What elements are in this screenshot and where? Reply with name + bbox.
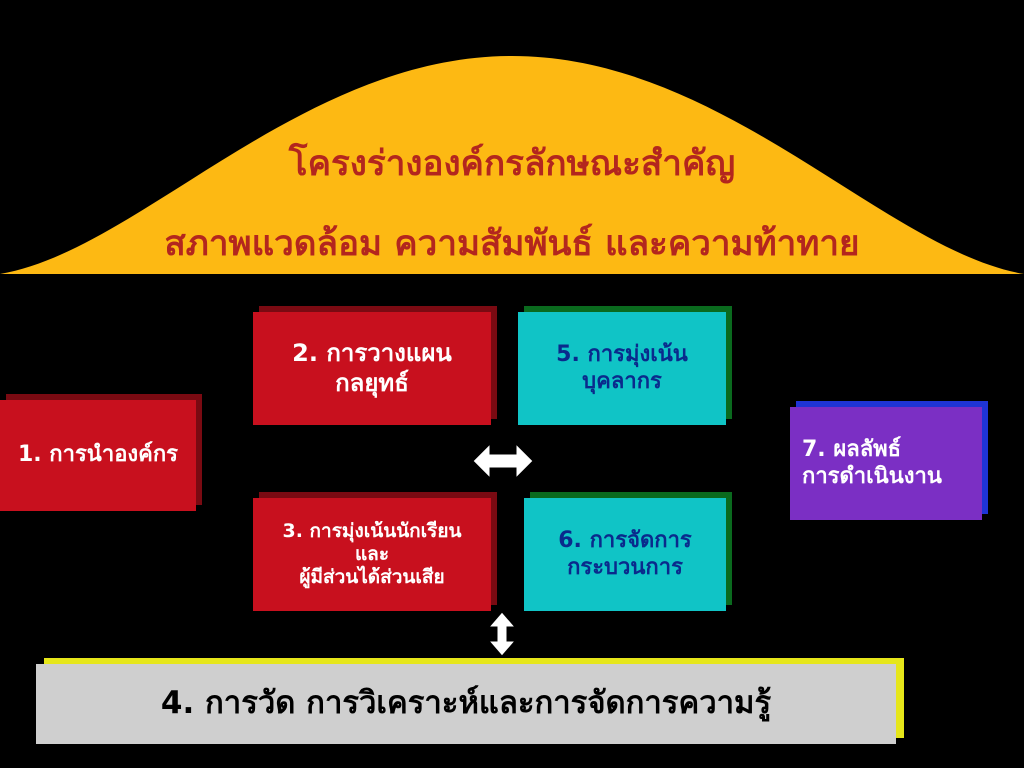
box-workforce-focus-label-line1: 5. การมุ่งเน้น bbox=[556, 341, 688, 367]
box-strategic-planning-label-line2: กลยุทธ์ bbox=[335, 368, 409, 397]
box-leadership: 1. การนำองค์กร bbox=[0, 400, 196, 511]
box-leadership-label: 1. การนำองค์กร bbox=[17, 442, 178, 468]
box-results: 7. ผลลัพธ์ การดำเนินงาน bbox=[790, 407, 982, 520]
box-process-management-label-line1: 6. การจัดการ bbox=[558, 527, 692, 553]
box-customer-focus-label-line1: 3. การมุ่งเน้นนักเรียน bbox=[282, 519, 462, 542]
box-results-label-line1: 7. ผลลัพธ์ bbox=[802, 436, 902, 462]
box-strategic-planning: 2. การวางแผน กลยุทธ์ bbox=[253, 312, 491, 425]
box-workforce-focus-label-line2: บุคลากร bbox=[582, 368, 662, 394]
box-measurement-analysis: 4. การวัด การวิเคราะห์และการจัดการความรู… bbox=[36, 664, 896, 744]
box-process-management: 6. การจัดการ กระบวนการ bbox=[524, 498, 726, 611]
dome-title-line2: สภาพแวดล้อม ความสัมพันธ์ และความท้าทาย bbox=[164, 224, 860, 264]
box-results-label-line2: การดำเนินงาน bbox=[802, 463, 942, 489]
box-strategic-planning-label-line1: 2. การวางแผน bbox=[292, 339, 452, 368]
dome-title-line1: โครงร่างองค์กรลักษณะสำคัญ bbox=[288, 144, 736, 184]
box-measurement-analysis-label: 4. การวัด การวิเคราะห์และการจัดการความรู… bbox=[160, 685, 772, 722]
box-customer-focus: 3. การมุ่งเน้นนักเรียน และ ผู้มีส่วนได้ส… bbox=[253, 498, 491, 611]
box-process-management-label-line2: กระบวนการ bbox=[567, 554, 683, 580]
box-workforce-focus: 5. การมุ่งเน้น บุคลากร bbox=[518, 312, 726, 425]
box-customer-focus-label-line2: และ bbox=[354, 542, 390, 565]
box-customer-focus-label-line3: ผู้มีส่วนได้ส่วนเสีย bbox=[299, 566, 445, 589]
dome-shape bbox=[0, 56, 1024, 274]
